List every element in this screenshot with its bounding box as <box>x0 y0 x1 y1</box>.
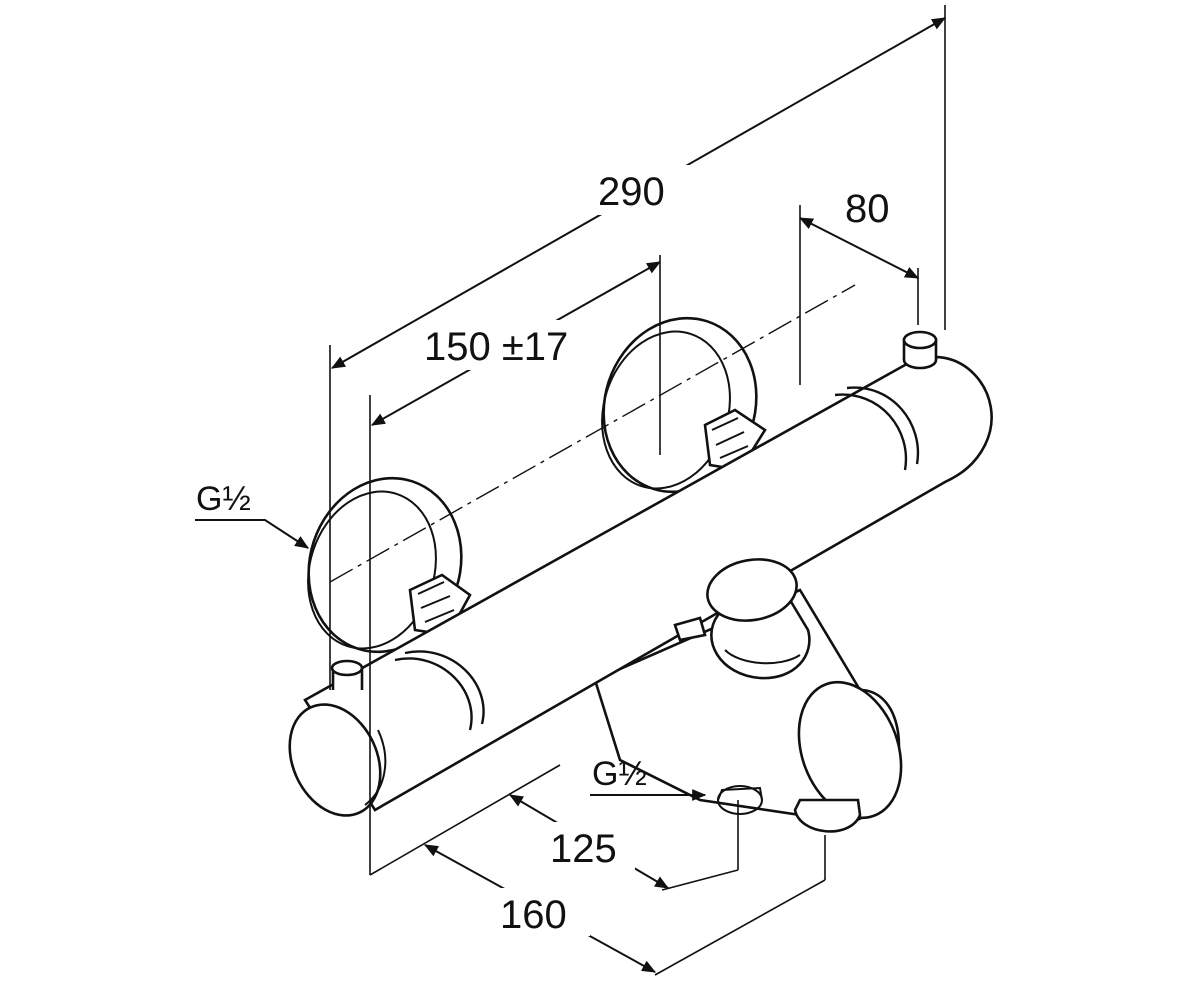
diverter-knob <box>673 558 811 680</box>
bath-spout <box>593 588 903 833</box>
dim-line-80 <box>798 217 920 279</box>
label-inlet-to-end: 80 <box>845 187 890 231</box>
wall-rosette-left <box>307 476 472 654</box>
label-outlet-thread: G½ <box>592 755 647 793</box>
left-stud <box>330 659 364 690</box>
grip-band-right <box>834 393 908 471</box>
inlet-centerline <box>329 284 856 583</box>
label-inlet-thread: G½ <box>196 480 251 518</box>
label-spout-offset-outer: 160 <box>500 893 567 937</box>
label-overall-length: 290 <box>598 170 665 214</box>
label-inlet-spacing: 150 ±17 <box>424 325 568 369</box>
dimension-labels: 290 150 ±17 80 125 160 G½ G½ <box>196 165 890 937</box>
faucet-body <box>288 284 993 833</box>
leader-inlet-thread <box>195 519 309 549</box>
label-spout-offset-inner: 125 <box>550 827 617 871</box>
grip-band-left <box>394 657 473 731</box>
top-stud <box>902 330 938 370</box>
